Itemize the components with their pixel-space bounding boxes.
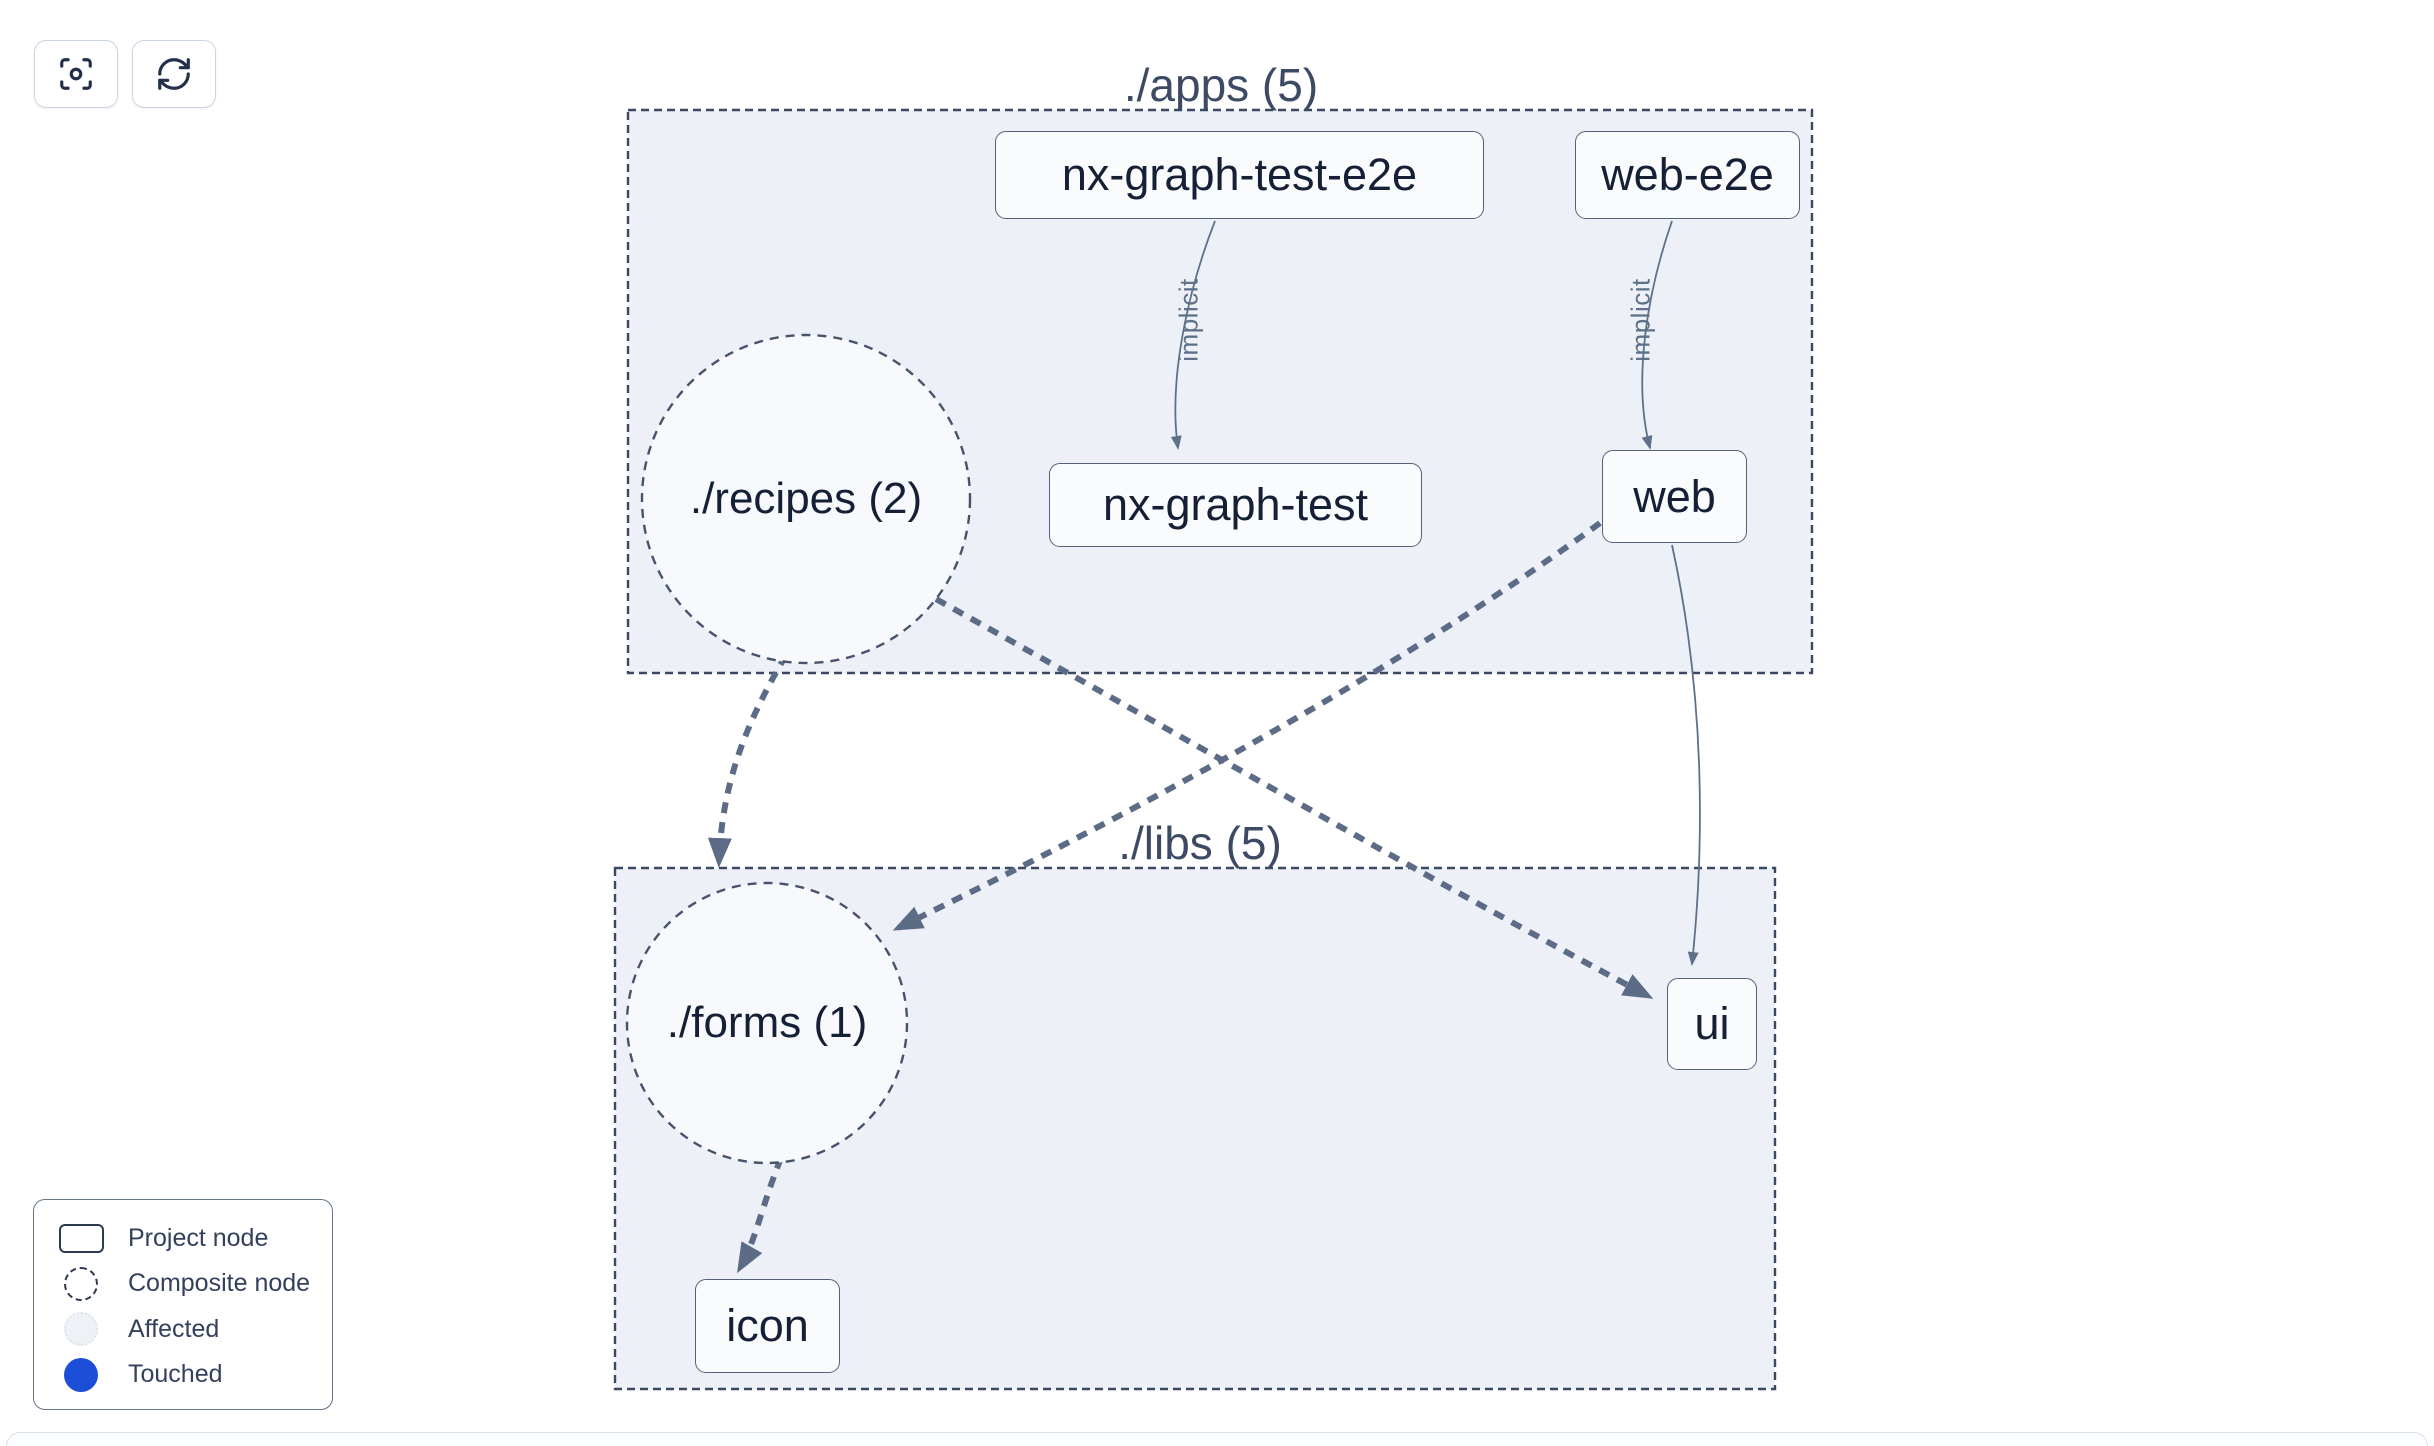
legend-item-composite-node: Composite node bbox=[58, 1262, 318, 1306]
edge-label-implicit-web: implicit bbox=[1625, 278, 1656, 362]
project-node-nx-graph-test-e2e[interactable]: nx-graph-test-e2e bbox=[995, 131, 1484, 219]
refresh-graph-button[interactable] bbox=[132, 40, 216, 108]
legend-label: Touched bbox=[128, 1360, 223, 1389]
legend-item-affected: Affected bbox=[58, 1307, 318, 1351]
composite-node-recipes-circle[interactable] bbox=[640, 333, 972, 665]
affected-swatch-icon bbox=[58, 1312, 104, 1347]
edge-nx-graph-test-e2e-to-nx-graph-test bbox=[1170, 220, 1216, 450]
legend-label: Project node bbox=[128, 1223, 269, 1252]
edge-recipes-to-ui bbox=[934, 596, 1654, 999]
edge-forms-to-icon bbox=[737, 1156, 784, 1274]
edge-label-implicit-nx-graph-test: implicit bbox=[1173, 278, 1204, 362]
project-node-icon[interactable]: icon bbox=[695, 1279, 840, 1373]
edge-web-e2e-to-web bbox=[1641, 220, 1673, 450]
edge-web-to-ui bbox=[1671, 544, 1701, 966]
legend-label: Affected bbox=[128, 1314, 220, 1343]
edge-recipes-to-forms bbox=[707, 653, 789, 868]
apps-group-label: ./apps (5) bbox=[1123, 59, 1319, 111]
focus-icon bbox=[60, 58, 92, 90]
composite-node-forms-label[interactable]: ./forms (1) bbox=[666, 998, 868, 1047]
graph-legend: Project node Composite node Affected Tou… bbox=[33, 1199, 333, 1410]
legend-item-project-node: Project node bbox=[58, 1216, 318, 1260]
composite-node-swatch-icon bbox=[58, 1266, 104, 1301]
legend-label: Composite node bbox=[128, 1269, 311, 1298]
composite-node-recipes-label[interactable]: ./recipes (2) bbox=[689, 474, 923, 523]
project-node-web[interactable]: web bbox=[1602, 450, 1747, 543]
composite-node-forms-circle[interactable] bbox=[625, 881, 909, 1165]
bottom-panel-edge[interactable] bbox=[6, 1432, 2428, 1446]
focus-graph-button[interactable] bbox=[34, 40, 118, 108]
legend-item-touched: Touched bbox=[58, 1353, 318, 1397]
libs-group-label: ./libs (5) bbox=[1118, 817, 1282, 869]
project-node-nx-graph-test[interactable]: nx-graph-test bbox=[1049, 463, 1422, 547]
refresh-icon bbox=[158, 58, 190, 90]
project-node-ui[interactable]: ui bbox=[1667, 978, 1757, 1070]
edge-web-to-forms bbox=[892, 520, 1602, 931]
project-node-swatch-icon bbox=[58, 1223, 104, 1253]
project-node-web-e2e[interactable]: web-e2e bbox=[1575, 131, 1800, 219]
touched-swatch-icon bbox=[58, 1357, 104, 1392]
